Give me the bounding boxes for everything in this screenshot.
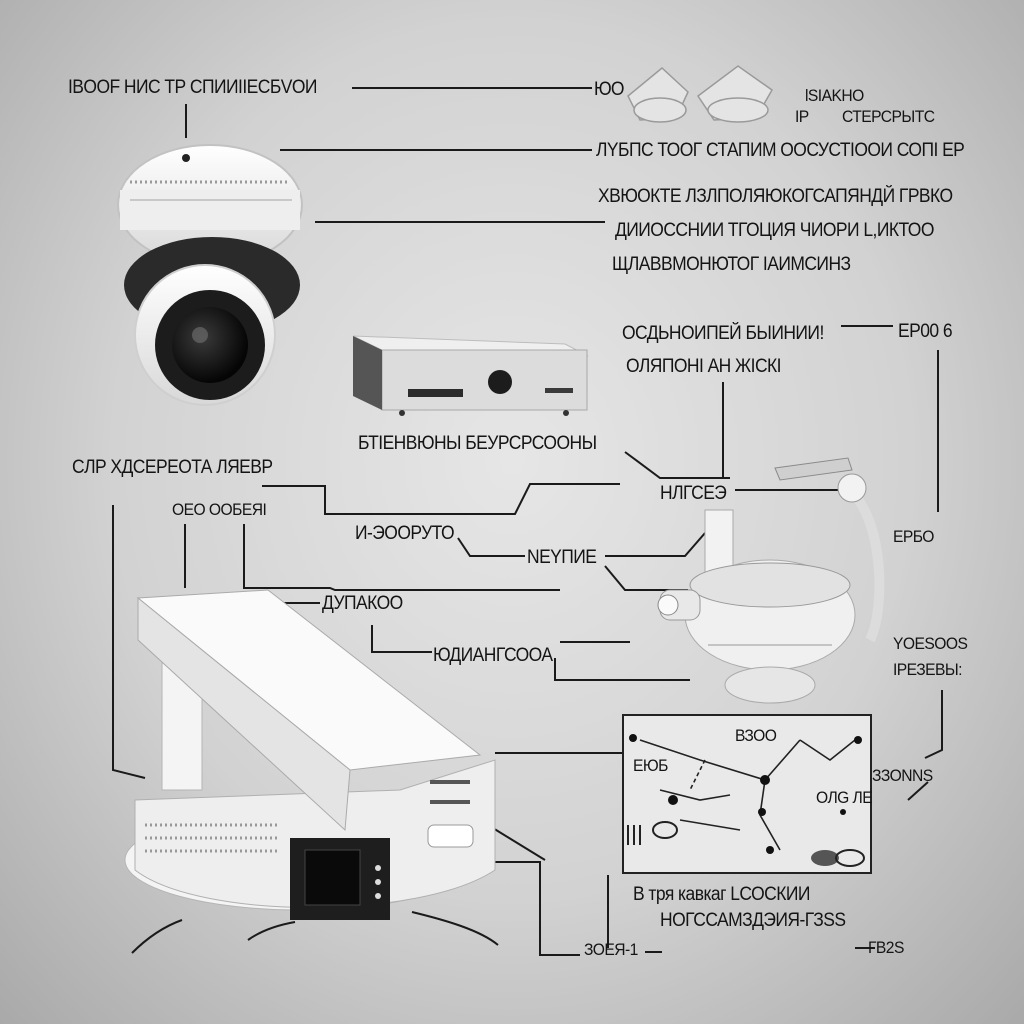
label-dvr: БТІЕНВЮНЫ БЕУРСРСООНЫ xyxy=(358,433,597,454)
label-mid-a: ОСДЬНОИПЕЙ БЫИНИИ! xyxy=(622,323,824,344)
label-left-a: CЛР ХДСЕРЕОТА ЛЯЕВР xyxy=(72,457,273,478)
board-label-b: ОЛG ЛЕ xyxy=(816,788,873,807)
label-right-a: ЕРБО xyxy=(893,527,934,546)
label-bottom-a: В тря кавкаг LСОСКИИ xyxy=(633,884,810,905)
label-mid-b: ЕР00 6 xyxy=(898,321,953,342)
label-bottom-d: ГВ2S xyxy=(868,938,904,957)
label-center-d: ДУПАКОО xyxy=(322,593,403,614)
board-title: ВЗОО xyxy=(735,726,777,745)
label-line-5: ЩЛАВВМОНЮТОГ ІАИМСИНЗ xyxy=(612,254,851,275)
label-line-3: ХВЮОКТЕ ЛЗЛПОЛЯЮКОГСАПЯНДЙ ГРВКО xyxy=(598,186,953,207)
label-center-c: NEYПИЕ xyxy=(527,547,597,568)
label-mid-c: ОЛЯПОНІ АН ЖІСКІ xyxy=(626,356,782,377)
board-label-a: ЕЮБ xyxy=(633,756,668,775)
label-center-a: НЛГСЕЭ xyxy=(660,483,727,504)
label-right-c: IРЕЗЕВЫ: xyxy=(893,660,963,679)
label-line-2: ЛYБПС ТООГ СТАПИМ ООСУСТІООИ СОПІ ЕР xyxy=(596,140,965,161)
label-center-b: И-ЭООРУТО xyxy=(355,523,455,544)
label-top-right-c: СТЕРСРЫТС xyxy=(842,107,935,126)
label-top-right-b: IP xyxy=(795,107,809,126)
label-bottom-b: НОГССАМЗДЭИЯ-ГЗSS xyxy=(660,910,846,931)
label-top-right-a: lSIAKHO xyxy=(805,86,864,105)
label-top-left: IBOOF НИС ТР СПИИIIEСБVOИ xyxy=(68,77,317,98)
label-center-e: ЮДИАНГСООА xyxy=(433,645,553,666)
label-line-4: ДИИОССНИИ ТГОЦИЯ ЧИОРИ L,ИКТОО xyxy=(615,220,934,241)
label-right-d: ЗЗОNNS xyxy=(872,766,933,785)
label-top-mid: ЮО xyxy=(594,79,625,100)
label-right-b: YOESOOS xyxy=(893,634,968,653)
label-bottom-c: ЗОЕЯ-1 xyxy=(584,940,638,959)
label-left-b: ОЕО ООБЕЯІ xyxy=(172,500,267,519)
